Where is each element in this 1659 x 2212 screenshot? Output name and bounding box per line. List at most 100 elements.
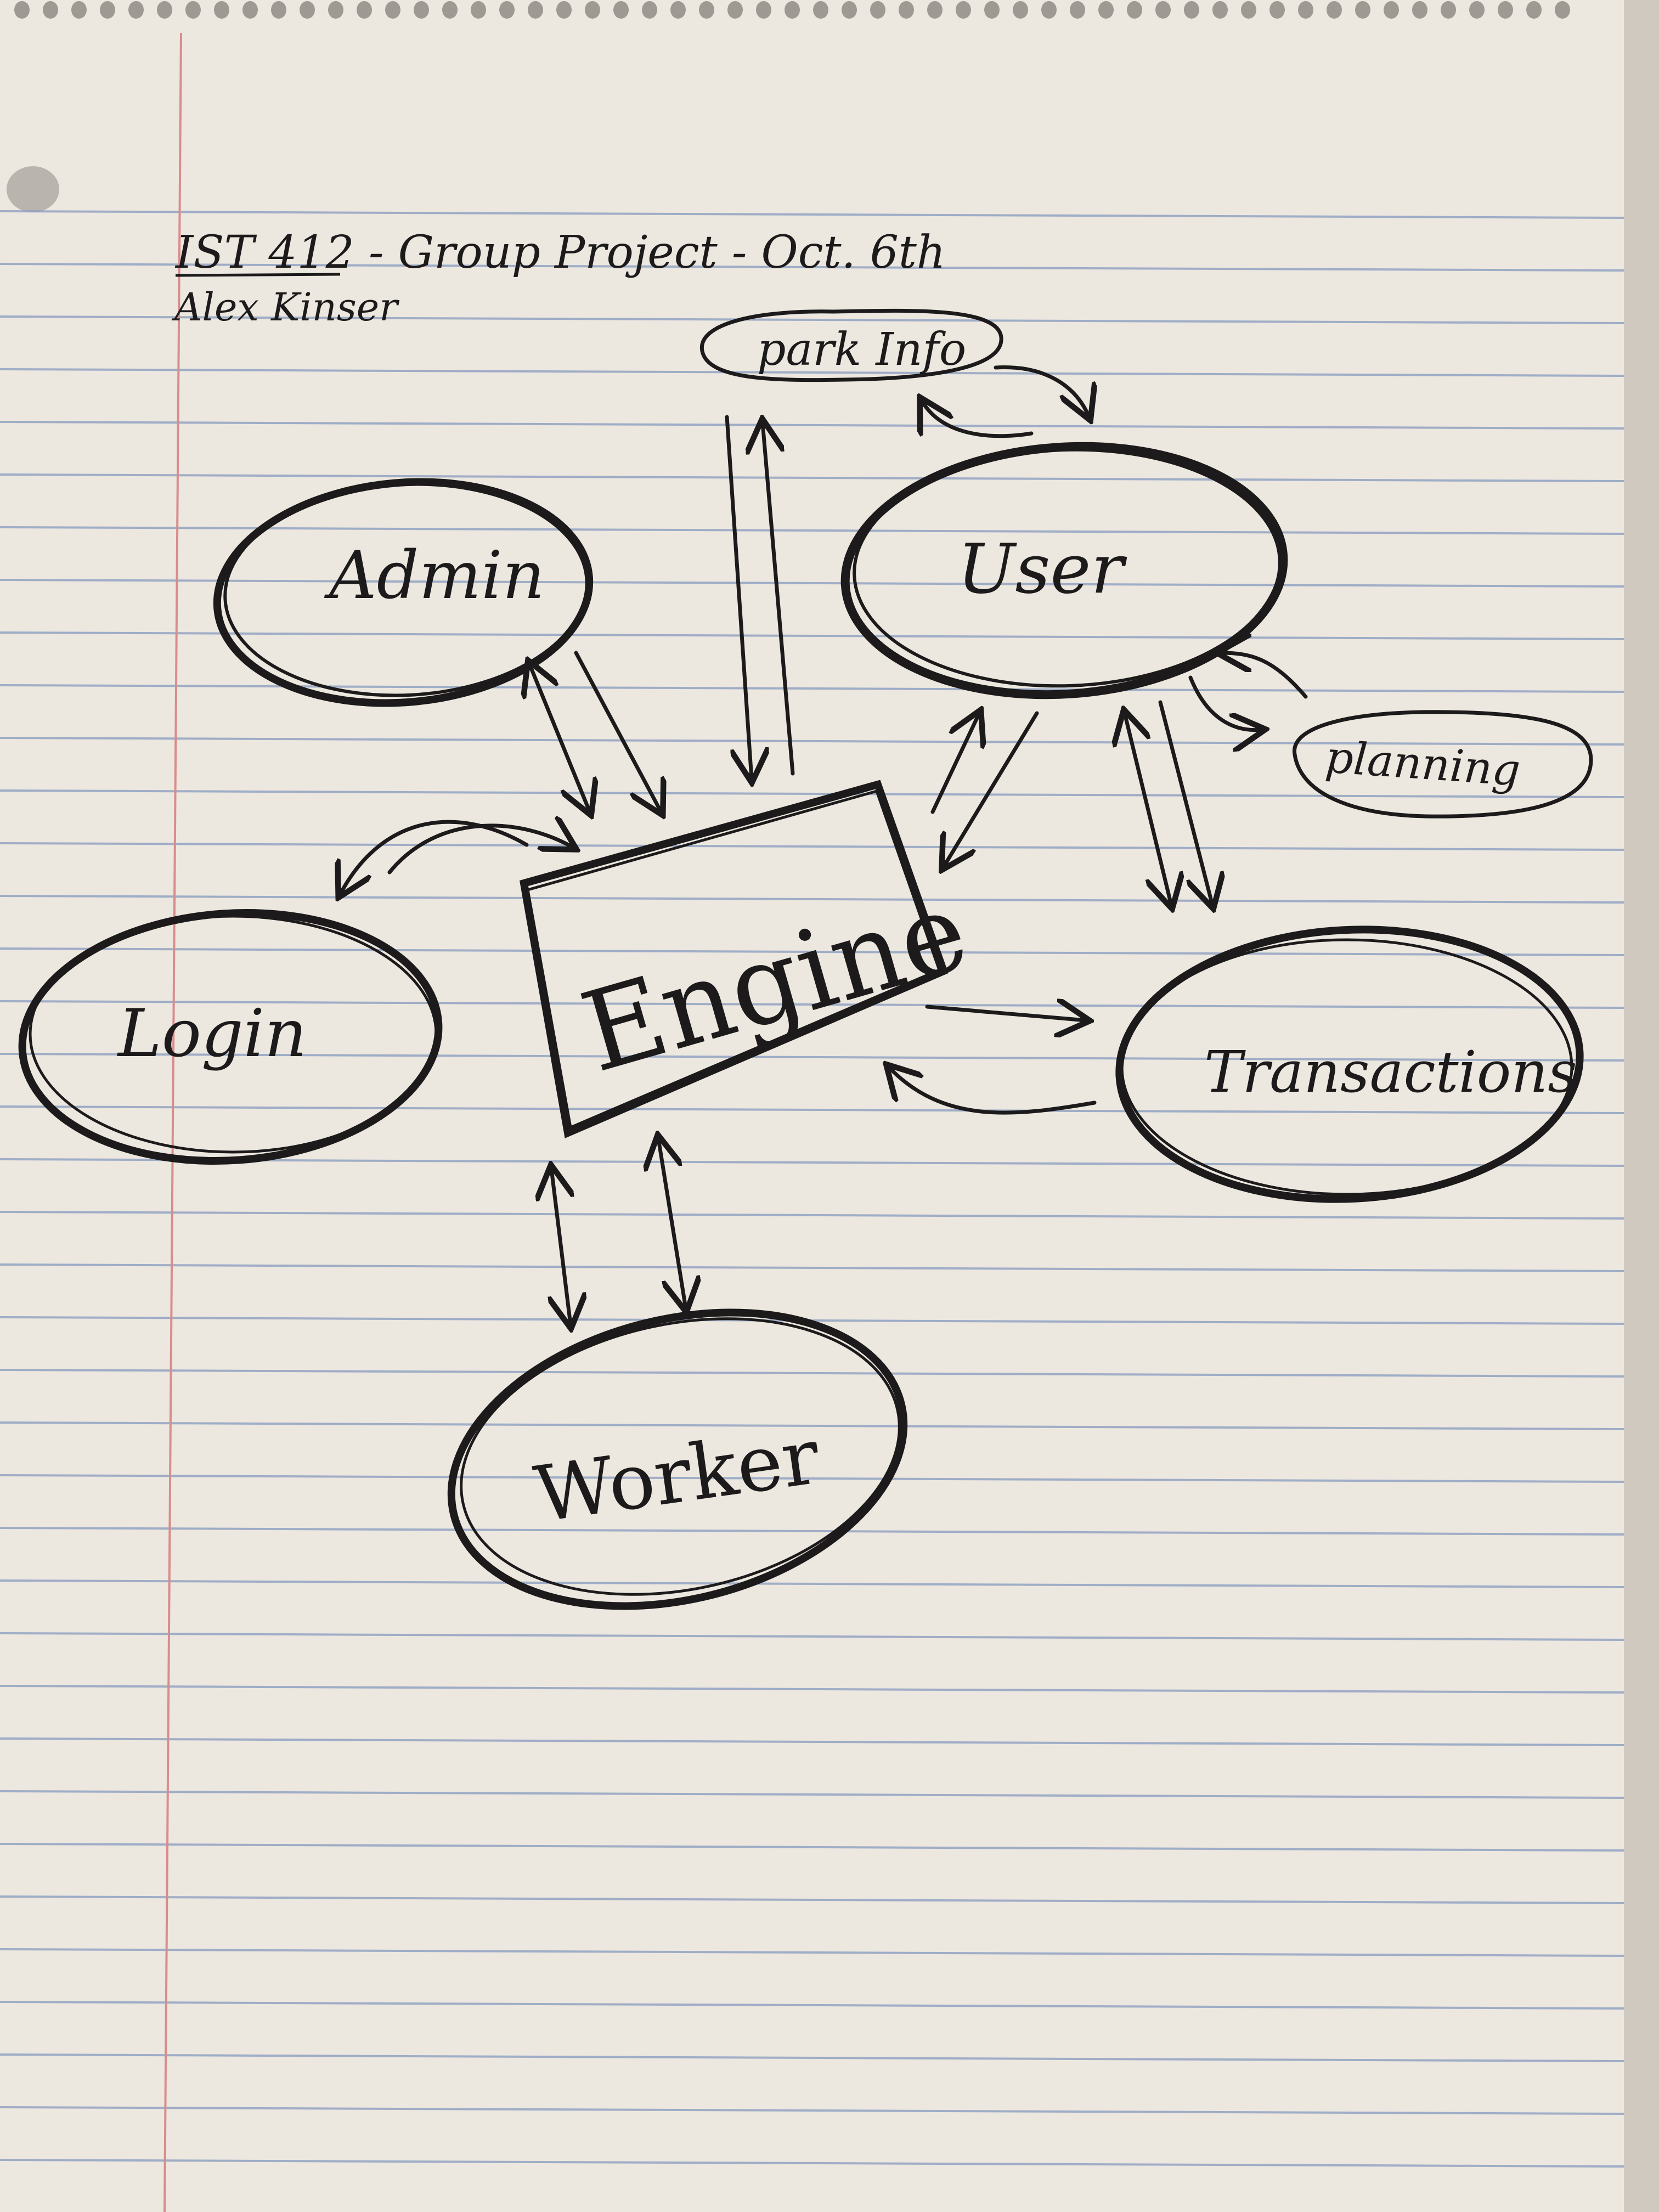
user-ellipse-rough bbox=[853, 448, 1282, 688]
spiral-hole bbox=[1498, 1, 1513, 19]
planning-node bbox=[1293, 710, 1593, 819]
ruled-line bbox=[0, 1105, 1624, 1114]
spiral-hole bbox=[1441, 1, 1456, 19]
ruled-line bbox=[0, 2159, 1624, 2168]
park-info-node bbox=[699, 308, 1003, 382]
ruled-line bbox=[0, 210, 1624, 219]
spiral-hole bbox=[842, 1, 857, 19]
ruled-line bbox=[0, 368, 1624, 377]
punch-hole bbox=[7, 166, 59, 212]
engine-node bbox=[520, 780, 949, 1138]
arrow-user-transactions-2 bbox=[1158, 700, 1212, 905]
ruled-line bbox=[0, 842, 1624, 851]
spiral-hole bbox=[1555, 1, 1570, 19]
spiral-hole bbox=[43, 1, 58, 19]
admin-ellipse bbox=[213, 478, 594, 707]
spiral-hole bbox=[642, 1, 657, 19]
spiral-hole bbox=[699, 1, 714, 19]
ruled-line bbox=[0, 315, 1624, 324]
user-node bbox=[840, 442, 1288, 699]
spiral-hole bbox=[242, 1, 258, 19]
arrow-user-engine-2 bbox=[944, 711, 1039, 867]
ruled-line bbox=[0, 579, 1624, 588]
label-transactions: Transactions bbox=[1204, 1039, 1577, 1105]
spiral-hole bbox=[1327, 1, 1342, 19]
spiral-hole bbox=[1184, 1, 1199, 19]
login-ellipse-rough bbox=[29, 915, 438, 1154]
spiral-hole bbox=[585, 1, 600, 19]
worker-ellipse bbox=[447, 1308, 908, 1610]
worker-node bbox=[447, 1308, 908, 1610]
spiral-hole bbox=[956, 1, 971, 19]
ruled-line bbox=[0, 1000, 1624, 1009]
ruled-line bbox=[0, 2053, 1624, 2062]
spiral-hole bbox=[785, 1, 800, 19]
park-info-outline bbox=[699, 308, 1003, 382]
spiral-hole bbox=[271, 1, 286, 19]
paper-sheet bbox=[0, 0, 1624, 2212]
spiral-hole bbox=[556, 1, 572, 19]
admin-ellipse-rough bbox=[223, 482, 589, 697]
spiral-hole bbox=[756, 1, 771, 19]
arrow-login-engine bbox=[387, 826, 573, 874]
header-title: IST 412 - Group Project - Oct. 6th bbox=[174, 227, 946, 279]
engine-box-rough bbox=[526, 789, 941, 1130]
ruled-line bbox=[0, 421, 1624, 430]
spiral-hole bbox=[71, 1, 87, 19]
spiral-hole bbox=[1241, 1, 1256, 19]
ruled-line bbox=[0, 684, 1624, 693]
engine-box bbox=[520, 780, 949, 1138]
spiral-hole bbox=[471, 1, 486, 19]
ruled-line bbox=[0, 1263, 1624, 1272]
spiral-hole bbox=[499, 1, 515, 19]
spiral-hole bbox=[300, 1, 315, 19]
spiral-hole bbox=[1013, 1, 1028, 19]
spiral-hole bbox=[1127, 1, 1142, 19]
spiral-hole bbox=[727, 1, 743, 19]
ruled-line bbox=[0, 1948, 1624, 1957]
login-node bbox=[18, 909, 443, 1165]
spiral-hole bbox=[813, 1, 828, 19]
ruled-line bbox=[0, 1053, 1624, 1062]
ruled-line bbox=[0, 1632, 1624, 1641]
ruled-line bbox=[0, 947, 1624, 956]
spiral-hole bbox=[357, 1, 372, 19]
ruled-line bbox=[0, 1369, 1624, 1378]
ruled-line bbox=[0, 2106, 1624, 2115]
arrow-parkinfo-user bbox=[994, 365, 1089, 417]
page-edge-shadow bbox=[1624, 0, 1659, 2212]
ruled-line bbox=[0, 1158, 1624, 1167]
spiral-hole bbox=[528, 1, 543, 19]
spiral-hole bbox=[100, 1, 115, 19]
title-underline bbox=[175, 273, 341, 277]
user-ellipse bbox=[840, 442, 1288, 699]
ruled-line bbox=[0, 895, 1624, 904]
spiral-hole bbox=[1526, 1, 1542, 19]
spiral-hole bbox=[414, 1, 429, 19]
margin-line bbox=[163, 32, 182, 2212]
spiral-hole bbox=[157, 1, 172, 19]
spiral-hole bbox=[670, 1, 686, 19]
spiral-hole bbox=[1355, 1, 1370, 19]
ruled-line bbox=[0, 1474, 1624, 1483]
ruled-line bbox=[0, 737, 1624, 746]
arrow-engine-login bbox=[340, 820, 529, 894]
spiral-hole bbox=[1041, 1, 1057, 19]
spiral-hole bbox=[128, 1, 144, 19]
header-author: Alex Kinser bbox=[171, 285, 399, 330]
arrow-user-parkinfo bbox=[922, 400, 1034, 438]
label-park-info: park Info bbox=[757, 324, 966, 376]
ruled-line bbox=[0, 263, 1624, 272]
spiral-hole bbox=[1469, 1, 1485, 19]
ruled-line bbox=[0, 1527, 1624, 1536]
ruled-line bbox=[0, 1790, 1624, 1799]
login-ellipse bbox=[18, 909, 443, 1165]
ruled-line bbox=[0, 1211, 1624, 1220]
worker-ellipse-rough bbox=[460, 1317, 901, 1596]
spiral-hole bbox=[385, 1, 400, 19]
arrow-engine-transactions bbox=[925, 1007, 1086, 1020]
spiral-hole bbox=[870, 1, 885, 19]
label-admin: Admin bbox=[324, 538, 545, 614]
spiral-hole bbox=[185, 1, 201, 19]
spiral-hole bbox=[1155, 1, 1171, 19]
